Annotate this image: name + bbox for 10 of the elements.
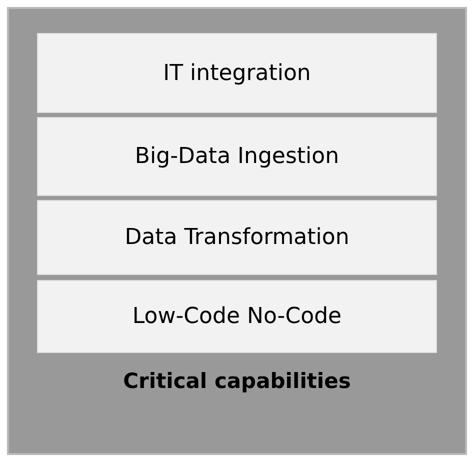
capability-box <box>37 117 437 196</box>
capability-label: Low-Code No-Code <box>132 303 342 331</box>
panel-heading: Critical capabilities <box>122 368 352 395</box>
capability-label: IT integration <box>163 60 311 88</box>
capability-box <box>37 200 437 275</box>
container-panel <box>7 7 467 455</box>
capability-label: Big-Data Ingestion <box>134 143 340 171</box>
capability-box <box>37 280 437 353</box>
capability-box <box>37 33 437 113</box>
capability-label: Data Transformation <box>124 224 350 252</box>
